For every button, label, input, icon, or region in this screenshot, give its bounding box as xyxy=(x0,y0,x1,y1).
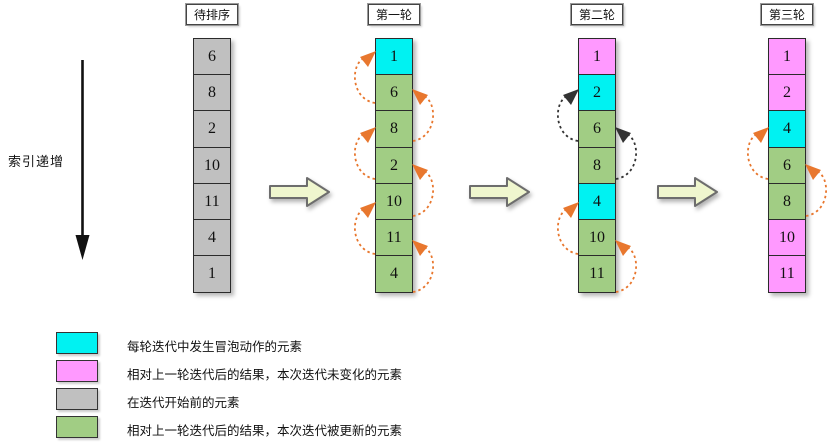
array-cell: 8 xyxy=(193,74,231,112)
legend-label: 相对上一轮迭代后的结果，本次迭代被更新的元素 xyxy=(127,424,403,438)
array-cell: 6 xyxy=(193,38,231,76)
array-cell: 11 xyxy=(578,255,616,294)
swap-arc xyxy=(354,51,376,104)
transition-arrow xyxy=(469,177,530,207)
legend-label: 相对上一轮迭代后的结果，本次迭代未变化的元素 xyxy=(127,368,403,382)
array-cell: 10 xyxy=(193,146,231,185)
round-header: 第一轮 xyxy=(366,3,422,26)
swap-arc xyxy=(615,240,637,293)
legend-swatch-pink xyxy=(56,360,98,382)
round-header: 待排序 xyxy=(184,3,240,26)
array-cell: 2 xyxy=(193,110,231,149)
swap-arc xyxy=(354,126,376,180)
array-cell: 2 xyxy=(578,74,616,112)
array-cell: 10 xyxy=(578,219,616,257)
array-cell: 4 xyxy=(193,219,231,257)
array-cell: 4 xyxy=(375,255,413,294)
array-cell: 4 xyxy=(578,182,616,221)
round-header: 第二轮 xyxy=(569,3,625,26)
array-cell: 8 xyxy=(768,182,806,221)
round-header: 第三轮 xyxy=(759,3,815,26)
array-cell: 6 xyxy=(768,146,806,185)
array-cell: 4 xyxy=(768,110,806,149)
legend-swatch-green xyxy=(56,416,98,438)
array-cell: 6 xyxy=(578,110,616,149)
legend-label: 每轮迭代中发生冒泡动作的元素 xyxy=(127,340,303,354)
swap-arc xyxy=(747,126,769,180)
swap-arc xyxy=(412,88,434,142)
swap-arc xyxy=(805,164,827,218)
array-cell: 2 xyxy=(375,146,413,185)
array-cell: 1 xyxy=(193,255,231,294)
swap-arc xyxy=(615,126,637,180)
array-cell: 8 xyxy=(375,110,413,149)
index-axis-label: 索引递增 xyxy=(8,154,65,169)
swap-arc xyxy=(412,164,434,218)
swap-arc xyxy=(354,202,376,256)
index-axis-arrow xyxy=(75,60,90,260)
swap-arc xyxy=(557,88,579,142)
swap-arc xyxy=(557,202,579,256)
array-cell: 1 xyxy=(375,38,413,76)
array-cell: 1 xyxy=(768,38,806,76)
array-cell: 11 xyxy=(375,219,413,257)
legend-swatch-cyan xyxy=(56,332,98,354)
array-cell: 8 xyxy=(578,146,616,185)
array-cell: 10 xyxy=(768,219,806,257)
transition-arrow xyxy=(269,177,330,207)
swap-arc xyxy=(412,240,434,293)
legend-swatch-gray xyxy=(56,388,98,410)
array-cell: 1 xyxy=(578,38,616,76)
array-cell: 10 xyxy=(375,182,413,221)
array-cell: 11 xyxy=(193,182,231,221)
array-cell: 6 xyxy=(375,74,413,112)
legend-label: 在迭代开始前的元素 xyxy=(127,396,240,410)
transition-arrow xyxy=(657,177,718,207)
array-cell: 2 xyxy=(768,74,806,112)
array-cell: 11 xyxy=(768,255,806,294)
